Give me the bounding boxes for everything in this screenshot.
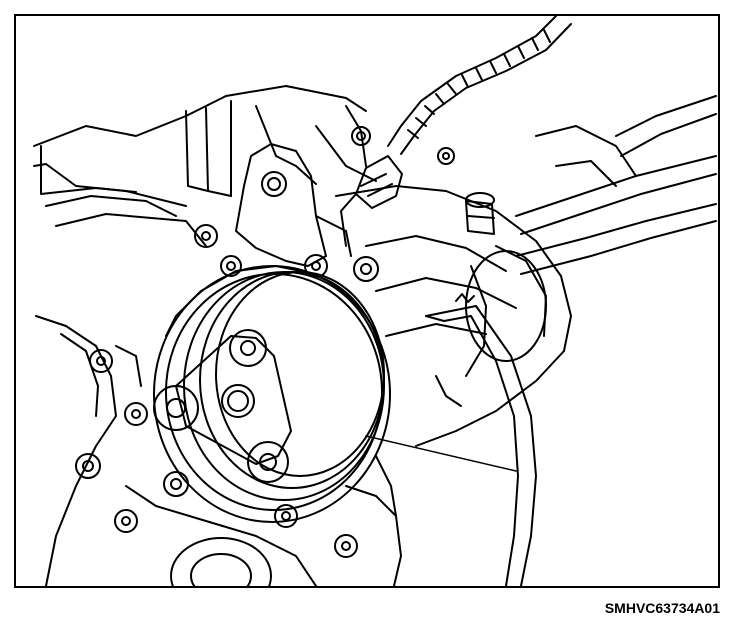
service-port-fitting bbox=[465, 192, 495, 235]
figure-reference-code: SMHVC63734A01 bbox=[604, 600, 720, 616]
bolt bbox=[351, 126, 371, 146]
engine-line-drawing bbox=[33, 16, 717, 586]
electrical-connector bbox=[340, 155, 403, 247]
bolt bbox=[334, 534, 358, 558]
bolt bbox=[304, 254, 328, 278]
bolt bbox=[163, 471, 189, 497]
bolt bbox=[89, 349, 113, 373]
refrigerant-lines bbox=[515, 95, 717, 275]
compressor-body bbox=[335, 125, 637, 447]
bolt bbox=[124, 402, 148, 426]
engine-housing bbox=[33, 85, 377, 586]
illustration-frame bbox=[14, 14, 720, 588]
bolt bbox=[353, 256, 379, 282]
timing-cover bbox=[125, 455, 402, 586]
compressor-bracket bbox=[235, 143, 352, 267]
wiring-harness bbox=[387, 16, 572, 155]
bolt bbox=[114, 509, 138, 533]
bolt bbox=[437, 147, 455, 165]
drive-belt bbox=[425, 293, 537, 586]
bolt bbox=[75, 453, 101, 479]
mounting-bolts bbox=[75, 126, 455, 558]
clutch-plate bbox=[153, 329, 292, 483]
bolt bbox=[220, 255, 242, 277]
callout-leader-line bbox=[365, 435, 517, 472]
bolt bbox=[194, 224, 218, 248]
compressor-pulley bbox=[153, 265, 391, 523]
bolt bbox=[274, 504, 298, 528]
